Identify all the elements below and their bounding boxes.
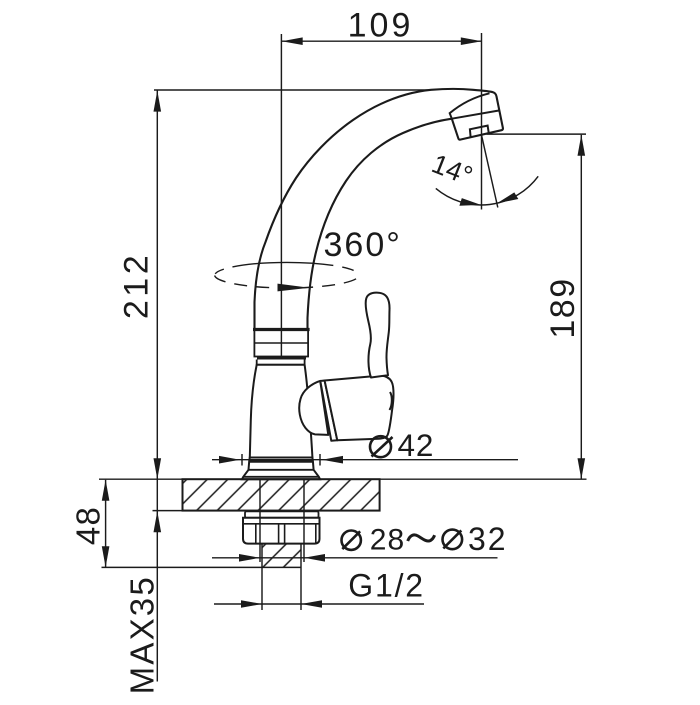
svg-text:32: 32 xyxy=(468,521,508,557)
svg-text:42: 42 xyxy=(398,427,435,463)
svg-text:MAX35: MAX35 xyxy=(123,575,160,694)
svg-text:212: 212 xyxy=(118,252,156,319)
svg-text:109: 109 xyxy=(348,6,414,44)
svg-text:G1/2: G1/2 xyxy=(348,568,425,604)
svg-text:28: 28 xyxy=(370,524,405,557)
svg-text:189: 189 xyxy=(544,277,582,338)
svg-text:48: 48 xyxy=(70,506,107,545)
svg-text:360°: 360° xyxy=(324,226,402,264)
